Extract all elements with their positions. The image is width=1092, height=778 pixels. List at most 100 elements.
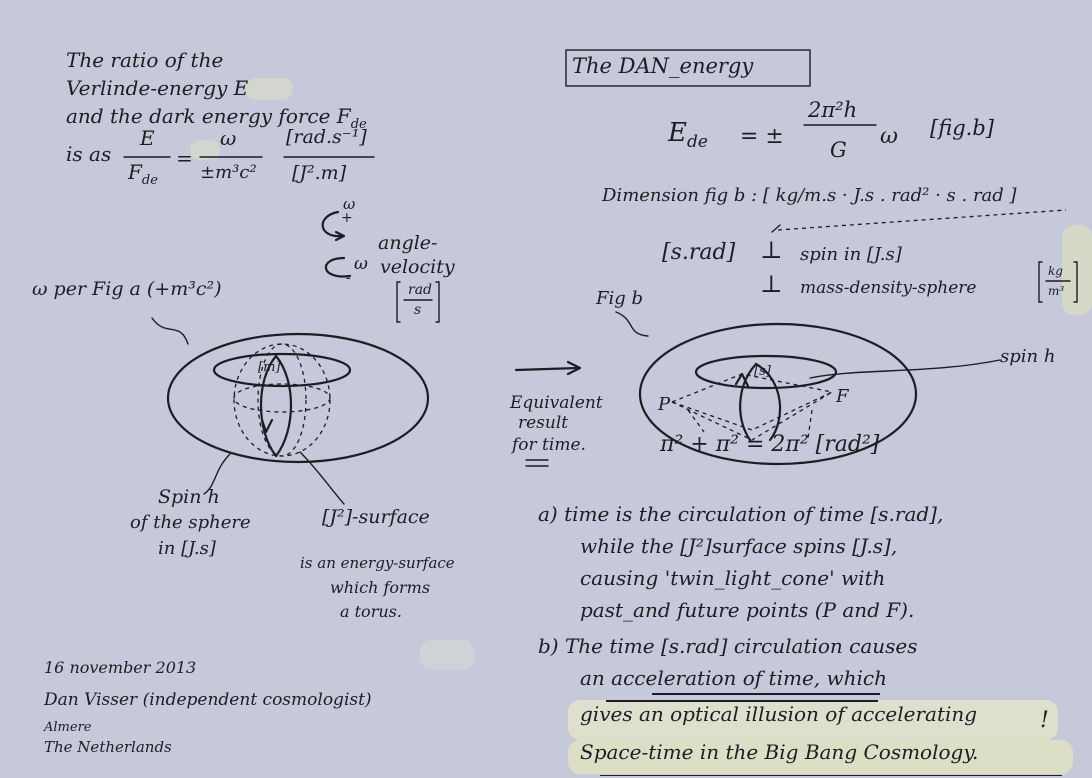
rotation-arrow-minus [324,256,352,278]
point-b-line-4: Space-time in the Big Bang Cosmology. [580,740,979,764]
mass-units-brackets [1038,261,1078,303]
spin-arrow-b [734,372,750,388]
pi-squared-line: π² + π² = 2π² [rad²] [660,432,880,457]
equivalent-label-3: for time. [512,435,586,455]
formula-numerator: 2π²h [808,98,858,122]
omega-per-fig-a: ω per Fig a (+m³c²) [32,278,222,300]
sphere-a-outline [233,343,331,457]
fig-a-leader [151,317,189,345]
spin-h-label: spin h [1000,346,1056,367]
point-a-line-1: a) time is the circulation of time [s.ra… [538,502,944,526]
surface-label-3: which forms [330,578,431,597]
dimension-dashed-pointer [777,209,1067,231]
space-time-underline [600,775,1062,776]
light-cone-drops [687,409,813,439]
equals-sign: = [176,146,193,170]
highlight-marker [568,740,1073,774]
sphere-a-meridian [257,343,307,457]
formula-reference: [fig.b] [930,116,994,140]
formula-equals: = ± [740,124,784,149]
velocity-label: velocity [380,256,455,278]
perp-symbol-1: ⊥ [760,236,783,264]
spin-label-2: of the sphere [130,512,251,533]
frac3-denominator: [J².m] [292,162,347,184]
spin-leader [203,453,231,495]
torus-a-inner [212,352,352,388]
formula-denominator: G [830,138,847,162]
point-b-line-3: gives an optical illusion of acceleratin… [580,702,978,726]
dimension-line: Dimension fig b : [ kg/m.s · J.s . rad² … [602,185,1017,206]
spin-line: spin in [J.s] [800,244,902,265]
point-a-line-2: while the [J²]surface spins [J.s], [580,534,898,558]
equivalent-arrow-head [566,360,582,376]
spin-circulation-a-back [274,354,292,458]
omega-top: ω [343,195,356,213]
spin-label-3: in [J.s] [158,538,216,559]
paper-stain [420,640,475,670]
point-b-line-2: an acceleration of time, which [580,666,887,690]
torus-b-center-label: [s] [754,364,771,379]
formula-lhs: Ede [668,118,708,153]
intro-line-4: is as [66,142,112,166]
surface-label-1: [J²]-surface [322,506,430,528]
frac2-numerator: ω [220,126,237,150]
acceleration-double-underline [606,700,878,702]
spin-h-leader [809,359,1001,379]
spin-label-1: Spin h [158,486,220,508]
signature-author: Dan Visser (independent cosmologist) [44,690,372,710]
perp-symbol-2: ⊥ [760,270,783,298]
equivalent-double-line [525,459,549,467]
units-numerator: rad [408,282,433,298]
fig-b-label: Fig b [596,288,644,309]
mass-units-numerator: kg [1048,264,1063,278]
signature-date: 16 november 2013 [44,658,197,677]
torus-b-outer [638,322,918,466]
point-p-label: P [658,394,671,415]
torus-b-inner [694,354,838,390]
dimension-pointer-head [771,224,781,233]
intro-line-2: Verlinde-energy E [66,76,249,100]
minus-sign: - [346,270,351,286]
equivalent-arrow [514,366,580,372]
point-a-line-3: causing 'twin_light_cone' with [580,566,886,590]
intro-line-3: and the dark energy force Fde [66,104,367,132]
mass-units-denominator: m³ [1048,284,1065,298]
sphere-a-equator [233,383,331,413]
light-cone-plane [670,373,835,431]
formula-omega: ω [880,124,898,149]
spin-circulation-a [260,354,278,458]
acceleration-underline [652,693,880,695]
surface-leader [299,451,345,505]
surface-label-2: is an energy-surface [300,554,455,572]
exclamation-mark: ! [1040,708,1049,733]
frac2-denominator: ±m³c² [200,162,257,183]
spin-arrow-a [260,418,274,434]
light-cone-lower [671,391,833,441]
paper-stain [245,78,293,100]
angle-label: angle- [378,232,438,254]
fig-b-leader [615,311,649,337]
units-denominator: s [414,302,422,318]
omega-bottom: ω [354,254,368,274]
point-b-line-1: b) The time [s.rad] circulation causes [538,634,918,658]
spin-circulation-b [739,362,758,442]
mass-line: mass-density-sphere [800,278,977,298]
torus-a-outer [166,332,430,464]
spin-circulation-b-back [754,362,782,442]
rotation-arrow-plus [321,210,344,238]
equivalent-label-1: Equivalent [510,393,603,413]
plus-sign: + [341,210,353,226]
point-f-label: F [836,386,849,407]
units-brackets [396,281,440,323]
signature-country: The Netherlands [44,738,172,756]
point-a-line-4: past_and future points (P and F). [580,598,915,622]
page-title: The DAN_energy [572,54,754,78]
srad-bracket: [s.rad] [662,240,736,265]
paper-stain [190,140,220,160]
title-box [565,49,811,87]
arrow-head [334,230,346,242]
surface-label-4: a torus. [340,602,402,621]
frac1-denominator: Fde [128,160,158,188]
